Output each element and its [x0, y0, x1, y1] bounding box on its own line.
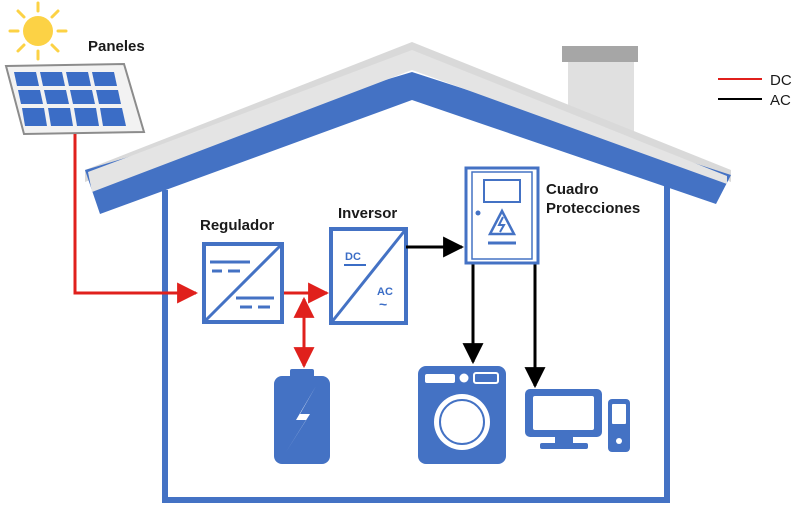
- panels-label: Paneles: [88, 38, 145, 55]
- inverter-wave-text: ~: [379, 296, 387, 312]
- computer-icon: [525, 389, 630, 452]
- inverter-icon: DC AC ~: [329, 227, 408, 325]
- roof: [85, 42, 731, 214]
- washing-machine-icon: [418, 366, 506, 464]
- legend-ac-label: AC: [770, 92, 791, 109]
- legend-dc-label: DC: [770, 72, 792, 89]
- inverter-ac-text: AC: [377, 286, 393, 298]
- board-label-line1: Cuadro: [546, 181, 599, 198]
- house-walls: [162, 178, 670, 503]
- regulator-icon: [202, 242, 284, 324]
- battery-icon: [274, 369, 330, 464]
- board-label-line2: Protecciones: [546, 200, 640, 217]
- electrical-panel-icon: [464, 166, 540, 265]
- regulator-label: Regulador: [200, 217, 274, 234]
- inverter-dc-text: DC: [345, 251, 361, 263]
- ac-wiring: [406, 236, 546, 389]
- dc-wiring: [73, 134, 330, 369]
- legend: DC AC: [718, 72, 792, 109]
- sun-icon: [8, 1, 68, 61]
- inverter-label: Inversor: [338, 205, 397, 222]
- solar-panel-icon: [4, 62, 146, 136]
